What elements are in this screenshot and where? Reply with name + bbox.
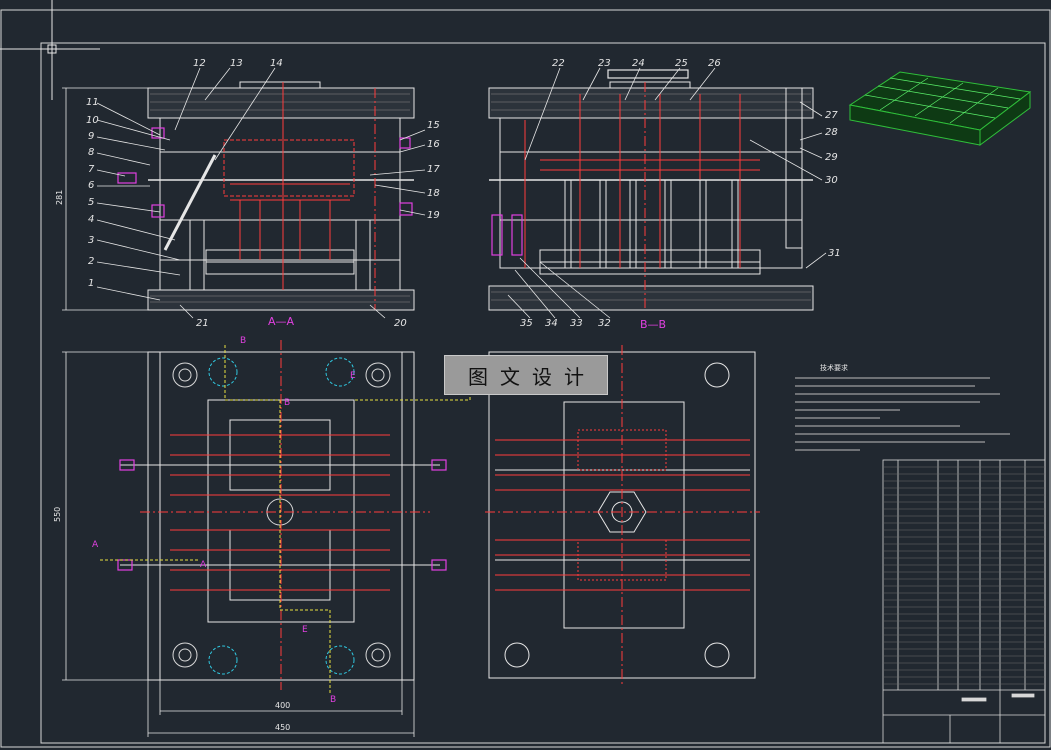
part-number: 6 [88,180,94,191]
part-number: 33 [570,318,583,329]
part-number: 7 [88,164,95,175]
cut-marker: B [240,336,246,346]
dimension-label-550: 550 [53,507,62,522]
part-number: 32 [598,318,611,329]
cut-marker: B [330,695,336,705]
part-number: 4 [88,214,94,225]
plan-view-yellow-lines [100,345,471,695]
section-b-b-magenta-parts [491,69,689,256]
part-number: 15 [427,120,440,131]
part-number: 24 [632,58,645,69]
section-b-b-leader-lines [507,67,827,319]
part-numbers-left-group: 1 2 3 4 5 6 7 8 9 10 11 12 13 14 15 16 1… [86,58,440,329]
tech-requirements-title: 技术要求 [820,363,848,372]
dimension-281 [62,87,148,311]
bill-of-materials-table [882,459,1046,744]
bom-rows [883,466,1045,685]
cut-marker: E [350,371,356,381]
section-label-a-a: A—A [268,315,295,328]
part-number: 22 [552,58,565,69]
plan-view-magenta-fittings [117,459,447,571]
part-number: 14 [270,58,283,69]
part-number: 8 [88,147,94,158]
part-number: 16 [427,139,440,150]
plan-view-red-lines [140,340,430,690]
cut-marker: A [200,560,207,570]
part-number: 23 [598,58,611,69]
part-number: 13 [230,58,243,69]
cut-markers-group: A A B B B E E [92,336,356,705]
part-number: 27 [825,110,838,121]
part-number: 10 [86,115,99,126]
part-number: 2 [88,256,94,267]
tech-requirements-text-lines [795,377,1010,451]
ucs-crosshair-icon [0,0,100,100]
part-number: 29 [825,152,838,163]
part-number: 25 [675,58,688,69]
dimension-lines-plan [62,351,415,737]
section-a-a-view [147,81,415,311]
plan-view-fixed-red [485,345,760,685]
part-number: 28 [825,127,838,138]
dimension-label-400: 400 [275,701,290,710]
part-number: 35 [520,318,533,329]
part-number: 9 [88,131,94,142]
part-numbers-right-group: 22 23 24 25 26 27 28 29 30 31 32 33 34 3… [520,58,841,329]
section-b-b-pins [564,179,739,269]
section-a-a-magenta-parts [117,127,413,218]
part-number: 17 [427,164,440,175]
part-number: 34 [545,318,558,329]
drawing-inner-frame [40,42,1046,744]
part-number: 19 [427,210,440,221]
cut-marker: E [302,625,308,635]
part-number: 11 [86,97,99,108]
pallet-3d-model [848,71,1032,146]
part-number: 18 [427,188,440,199]
part-number: 3 [88,235,94,246]
part-number: 1 [88,278,94,289]
dimension-label-281: 281 [55,190,64,205]
cut-marker: B [284,398,290,408]
cut-marker: A [92,540,99,550]
dimension-label-450: 450 [275,723,290,732]
watermark-label: 图文设计 [444,355,608,395]
plan-view-cyan-bolts [208,357,355,675]
section-label-b-b: B—B [640,318,666,331]
part-number: 12 [193,58,206,69]
section-a-a-leader-lines [96,67,426,319]
part-number: 26 [708,58,721,69]
watermark-text: 图文设计 [468,364,596,389]
drawing-outer-border [0,9,1051,748]
section-a-a-cooling-lines [223,82,376,310]
part-number: 31 [828,248,841,259]
part-number: 21 [196,318,209,329]
part-number: 30 [825,175,838,186]
part-number: 5 [88,197,94,208]
part-number: 20 [394,318,407,329]
title-block [883,689,1045,743]
